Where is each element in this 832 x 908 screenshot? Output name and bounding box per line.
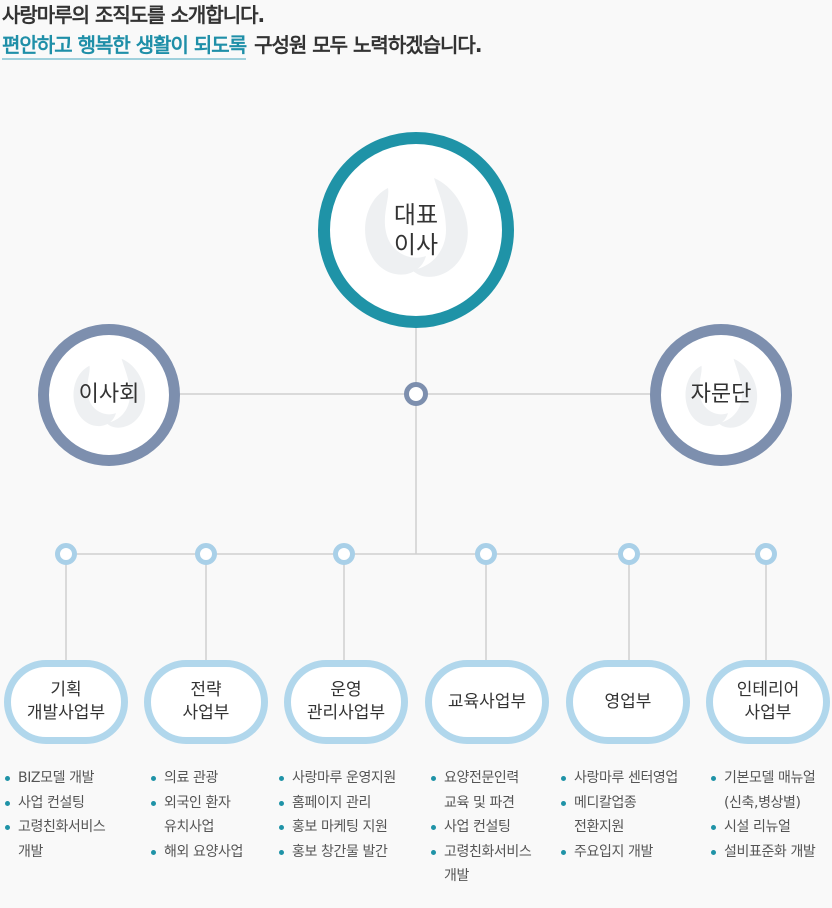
logo-watermark-icon: [685, 358, 758, 428]
intro-highlight: 편안하고 행복한 생활이 되도록: [2, 33, 247, 60]
dept-duty-item: 사랑마루 센터영업: [558, 766, 690, 791]
dept-node-3: [333, 543, 355, 565]
advisory-circle: 자문단: [650, 324, 792, 466]
board-circle: 이사회: [38, 324, 180, 466]
dept-box-3: 운영 관리사업부: [284, 660, 408, 744]
advisory-label: 자문단: [690, 382, 752, 407]
dept-duty-item: 의료 관광: [148, 766, 280, 791]
dept-name: 운영 관리사업부: [306, 680, 386, 723]
connector-dept-drops: [65, 554, 767, 662]
dept-box-2: 전략 사업부: [144, 660, 268, 744]
intro-rest: 구성원 모두 노력하겠습니다.: [254, 33, 482, 57]
dept-duty-item: 사업 컨설팅: [2, 791, 134, 816]
dept-name: 영업부: [604, 691, 652, 712]
intro-subtitle: 편안하고 행복한 생활이 되도록 구성원 모두 노력하겠습니다.: [2, 30, 482, 60]
dept-box-5: 영업부: [566, 660, 690, 744]
dept-duty-item: 사업 컨설팅: [428, 815, 560, 840]
dept-duty-item: 해외 요양사업: [148, 840, 280, 865]
dept-name: 인테리어 사업부: [736, 680, 800, 723]
intro-text: 사랑마루의 조직도를 소개합니다. 편안하고 행복한 생활이 되도록 구성원 모두…: [2, 0, 482, 60]
dept-duty-item: 외국인 환자 유치사업: [148, 791, 280, 840]
dept-node-1: [55, 543, 77, 565]
dept-duty-item: 메디칼업종 전환지원: [558, 791, 690, 840]
intro-title: 사랑마루의 조직도를 소개합니다.: [2, 3, 265, 27]
dept-node-6: [755, 543, 777, 565]
dept-name: 전략 사업부: [182, 680, 230, 723]
dept-box-4: 교육사업부: [425, 660, 549, 744]
dept-duty-item: 사랑마루 운영지원: [276, 766, 408, 791]
dept-box-6: 인테리어 사업부: [706, 660, 830, 744]
dept-name: 기획 개발사업부: [26, 680, 106, 723]
dept-duty-item: 설비표준화 개발: [708, 840, 832, 865]
dept-duty-item: 요양전문인력 교육 및 파견: [428, 766, 560, 815]
ceo-label: 대표 이사: [393, 201, 439, 259]
dept-node-4: [475, 543, 497, 565]
logo-watermark-icon: [365, 178, 468, 277]
hub-node: [404, 382, 428, 406]
dept-duty-item: 주요입지 개발: [558, 840, 690, 865]
dept-node-2: [195, 543, 217, 565]
ceo-circle: 대표 이사: [318, 132, 514, 328]
dept-box-1: 기획 개발사업부: [4, 660, 128, 744]
board-label: 이사회: [78, 382, 140, 407]
dept-duty-item: 시설 리뉴얼: [708, 815, 832, 840]
dept-duty-item: 홈페이지 관리: [276, 791, 408, 816]
dept-name: 교육사업부: [447, 691, 527, 712]
dept-duty-item: 기본모델 매뉴얼 (신축,병상별): [708, 766, 832, 815]
dept-duty-item: 고령친화서비스 개발: [428, 840, 560, 889]
dept-duty-item: 홍보 마케팅 지원: [276, 815, 408, 840]
dept-duty-item: 홍보 창간물 발간: [276, 840, 408, 865]
dept-duty-item: BIZ모델 개발: [2, 766, 134, 791]
dept-node-5: [618, 543, 640, 565]
logo-watermark-icon: [73, 358, 146, 428]
dept-duty-item: 고령친화서비스 개발: [2, 815, 134, 864]
